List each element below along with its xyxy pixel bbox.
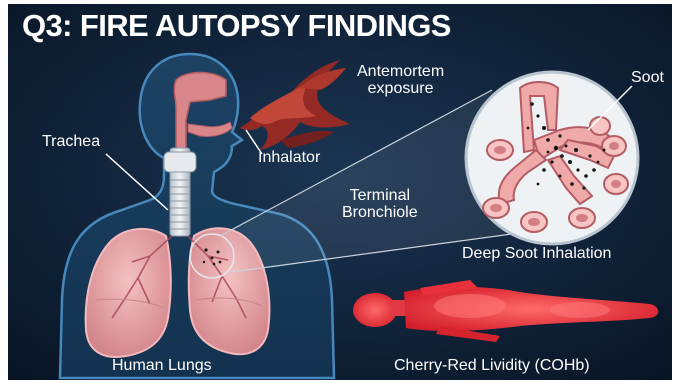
deep-soot-label: Deep Soot Inhalation <box>462 246 611 263</box>
cherry-red-label: Cherry-Red Lividity (COHb) <box>394 358 590 375</box>
page-title: Q3: FIRE AUTOPSY FINDINGS <box>22 10 451 43</box>
antemortem-label-line2: exposure <box>357 81 444 98</box>
terminal-bronchiole-line2: Bronchiole <box>342 205 418 222</box>
trachea-label: Trachea <box>42 134 100 151</box>
terminal-bronchiole-line1: Terminal <box>342 188 418 205</box>
antemortem-label: Antemortem exposure <box>357 64 444 98</box>
inhalator-label: Inhalator <box>258 150 320 167</box>
human-lungs-label: Human Lungs <box>112 358 212 375</box>
bronchiole-magnifier-icon <box>466 72 638 244</box>
soot-label: Soot <box>631 70 664 87</box>
terminal-bronchiole-label: Terminal Bronchiole <box>342 188 418 222</box>
antemortem-label-line1: Antemortem <box>357 64 444 81</box>
